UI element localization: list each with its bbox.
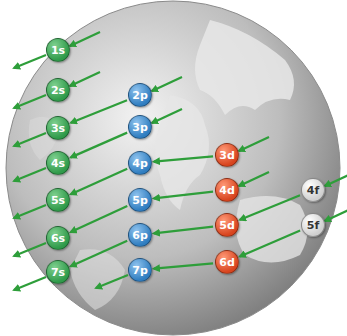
s-orbital-circle: 1s xyxy=(46,38,70,62)
order-arrow xyxy=(152,109,182,123)
order-arrow xyxy=(71,241,127,266)
order-arrow xyxy=(14,95,46,108)
orbital-label: 7s xyxy=(51,267,65,278)
orbital-label: 3s xyxy=(51,123,65,134)
p-orbital-circle: 4p xyxy=(128,151,152,175)
order-arrow xyxy=(154,192,213,199)
orbital-label: 5f xyxy=(307,220,319,231)
order-arrow xyxy=(14,205,46,218)
order-arrow xyxy=(71,206,128,232)
s-orbital-circle: 4s xyxy=(46,151,70,175)
p-orbital-circle: 2p xyxy=(128,83,152,107)
orbital-label: 7p xyxy=(132,265,148,276)
orbital-label: 4p xyxy=(132,158,148,169)
orbital-label: 5d xyxy=(219,220,235,231)
order-arrow xyxy=(71,133,127,158)
order-arrow xyxy=(152,77,182,91)
orbital-label: 6s xyxy=(51,233,65,244)
orbital-label: 6p xyxy=(132,230,148,241)
d-orbital-circle: 6d xyxy=(215,250,239,274)
order-arrow xyxy=(240,231,300,257)
order-arrow xyxy=(240,195,300,219)
s-orbital-circle: 5s xyxy=(46,188,70,212)
p-orbital-circle: 5p xyxy=(128,188,152,212)
order-arrow xyxy=(14,55,46,68)
orbital-label: 3d xyxy=(219,150,235,161)
s-orbital-circle: 3s xyxy=(46,116,70,140)
orbital-label: 2p xyxy=(132,90,148,101)
order-arrow xyxy=(71,169,127,194)
orbital-label: 5p xyxy=(132,195,148,206)
orbital-label: 1s xyxy=(51,45,65,56)
p-orbital-circle: 7p xyxy=(128,258,152,282)
order-arrow xyxy=(154,227,213,234)
orbital-label: 4d xyxy=(219,185,235,196)
d-orbital-circle: 5d xyxy=(215,213,239,237)
orbital-label: 3p xyxy=(132,122,148,133)
s-orbital-circle: 6s xyxy=(46,226,70,250)
orbital-label: 4f xyxy=(307,185,319,196)
order-arrow xyxy=(325,207,347,221)
order-arrow xyxy=(14,133,46,146)
p-orbital-circle: 3p xyxy=(128,115,152,139)
order-arrow xyxy=(70,72,100,86)
f-orbital-circle: 5f xyxy=(301,213,325,237)
order-arrow xyxy=(96,275,128,288)
orbital-label: 5s xyxy=(51,195,65,206)
p-orbital-circle: 6p xyxy=(128,223,152,247)
f-orbital-circle: 4f xyxy=(301,178,325,202)
order-arrow xyxy=(14,277,46,290)
order-arrow xyxy=(154,263,213,268)
orbital-label: 2s xyxy=(51,85,65,96)
d-orbital-circle: 3d xyxy=(215,143,239,167)
order-arrow xyxy=(239,172,269,186)
s-orbital-circle: 2s xyxy=(46,78,70,102)
order-arrow xyxy=(239,137,269,151)
d-orbital-circle: 4d xyxy=(215,178,239,202)
s-orbital-circle: 7s xyxy=(46,260,70,284)
orbital-label: 4s xyxy=(51,158,65,169)
order-arrow xyxy=(325,172,347,186)
order-arrow xyxy=(14,243,46,256)
order-arrow xyxy=(70,32,100,46)
order-arrow xyxy=(154,156,213,161)
order-arrow xyxy=(14,168,46,181)
orbital-label: 6d xyxy=(219,257,235,268)
order-arrow xyxy=(71,100,127,123)
